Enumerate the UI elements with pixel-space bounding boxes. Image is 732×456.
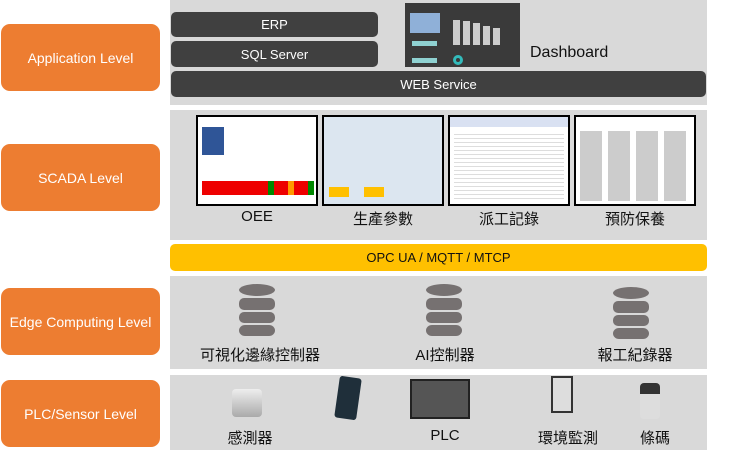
dashboard-label: Dashboard (530, 44, 609, 61)
database-icon (239, 284, 275, 336)
screen-label-params: 生產參數 (352, 211, 413, 228)
edge-report-recorder-label: 報工紀錄器 (597, 347, 673, 364)
environment-monitor-image (551, 376, 573, 413)
scada-level-label: SCADA Level (1, 144, 160, 211)
web-service-box: WEB Service (171, 71, 706, 97)
screen-label-maintenance: 預防保養 (604, 211, 665, 228)
edge-visual-controller-label: 可視化邊緣控制器 (199, 347, 320, 364)
edge-ai-controller-label: AI控制器 (415, 347, 475, 364)
database-icon (426, 284, 462, 336)
sensor-label: 感測器 (227, 430, 273, 447)
environment-monitor-label: 環境監測 (537, 430, 598, 447)
sql-server-box: SQL Server (171, 41, 378, 67)
plc-label: PLC (430, 427, 460, 444)
sensor-image (232, 389, 262, 417)
plc-image (410, 379, 470, 419)
edge-level-label: Edge Computing Level (1, 288, 160, 355)
production-params-screenshot (322, 115, 444, 206)
barcode-label: 條碼 (639, 430, 670, 447)
dispatch-record-screenshot (448, 115, 570, 206)
dashboard-thumbnail (405, 3, 520, 67)
screen-label-oee: OEE (241, 208, 273, 225)
maintenance-screenshot (574, 115, 696, 206)
oee-screenshot (196, 115, 318, 206)
plc-level-label: PLC/Sensor Level (1, 380, 160, 447)
barcode-scanner-image (640, 383, 660, 419)
erp-box: ERP (171, 12, 378, 37)
protocol-bar: OPC UA / MQTT / MTCP (170, 244, 707, 271)
application-level-label: Application Level (1, 24, 160, 91)
screen-label-dispatch: 派工記錄 (478, 211, 539, 228)
database-icon (613, 287, 649, 339)
